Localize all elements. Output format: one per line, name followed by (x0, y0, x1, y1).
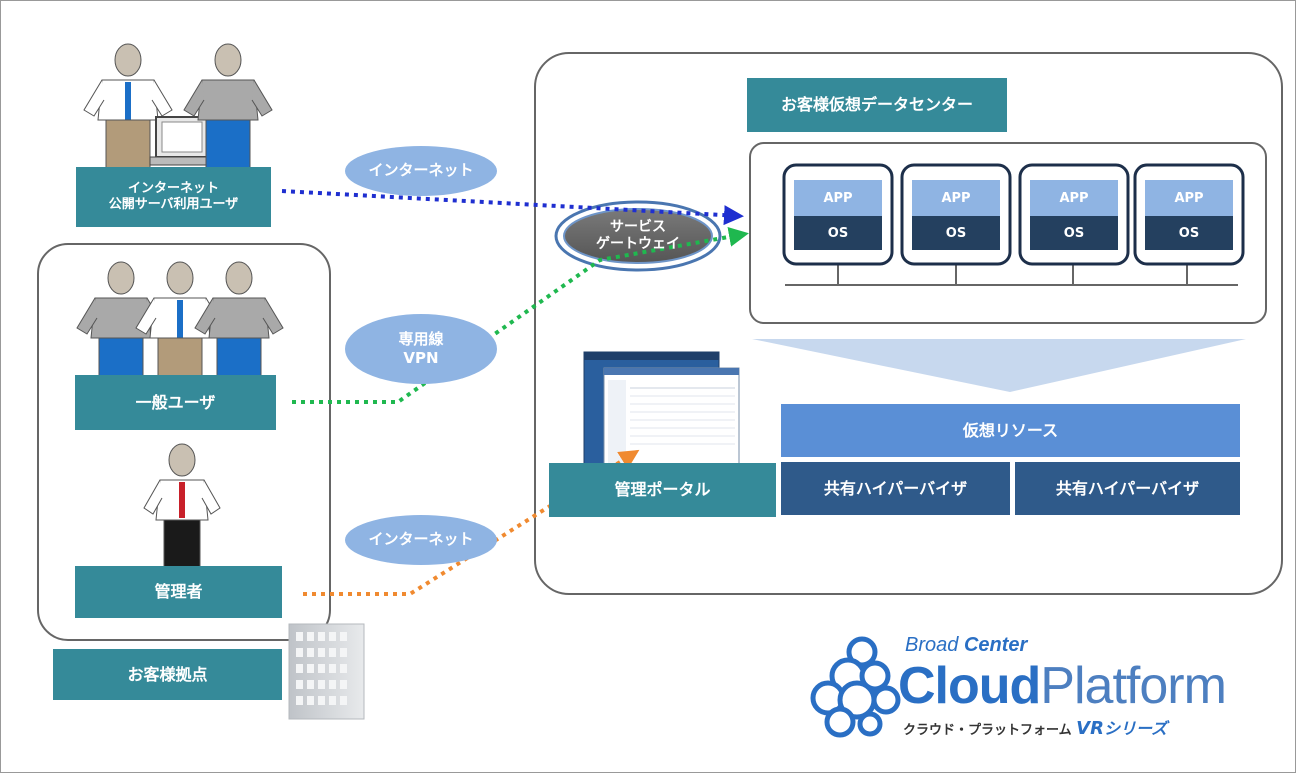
admin-label: 管理者 (75, 566, 282, 618)
laptop-icon (149, 116, 217, 166)
logo-broad-text: Broad (905, 634, 959, 656)
vm-app-label: APP (1145, 180, 1233, 216)
vm-group-container (749, 142, 1267, 324)
green-connection-line (292, 226, 749, 404)
customer-site-label: お客様拠点 (53, 649, 282, 700)
vm-os-label: OS (912, 216, 1000, 250)
portal-screenshot (583, 351, 740, 469)
virtual-resources-label: 仮想リソース (781, 404, 1240, 457)
gateway-core (563, 208, 713, 264)
vm-os-label: OS (1145, 216, 1233, 250)
customer-site-container (37, 243, 331, 641)
down-arrow (752, 339, 1246, 392)
internet-oval-top: インターネット (345, 146, 497, 196)
vm-os-label: OS (1030, 216, 1118, 250)
shared-hypervisor-2: 共有ハイパーバイザ (1015, 462, 1240, 515)
logo-subtitle: クラウド・プラットフォーム VRシリーズ (903, 715, 1167, 739)
dedicated-line-oval: 専用線 VPN (345, 314, 497, 384)
logo-sub-vr: VR (1076, 718, 1104, 739)
logo-sub-jp: クラウド・プラットフォーム (903, 723, 1072, 738)
vm-app-label: APP (794, 180, 882, 216)
logo-cloud-text: Cloud (898, 657, 1041, 715)
datacenter-title: お客様仮想データセンター (747, 78, 1007, 132)
vm-app-label: APP (912, 180, 1000, 216)
vm-app-label: APP (1030, 180, 1118, 216)
vm-os-label: OS (794, 216, 882, 250)
logo-platform-text: Platform (1040, 657, 1227, 715)
office-building-icon (288, 623, 365, 720)
internet-users-label: インターネット 公開サーバ利用ユーザ (76, 167, 271, 227)
logo-broad-center: Broad Center (905, 634, 1027, 657)
logo-sub-series: シリーズ (1103, 719, 1168, 738)
logo-center-text: Center (963, 634, 1028, 656)
general-user-label: 一般ユーザ (75, 375, 276, 430)
shared-hypervisor-1: 共有ハイパーバイザ (781, 462, 1010, 515)
cloudplatform-logo-icon (810, 636, 901, 738)
datacenter-container (534, 52, 1283, 595)
service-gateway-label: サービス ゲートウェイ (596, 218, 680, 253)
logo-cloudplatform: CloudPlatform (898, 657, 1227, 715)
management-portal-label: 管理ポータル (549, 463, 776, 517)
internet-oval-bottom: インターネット (345, 515, 497, 565)
